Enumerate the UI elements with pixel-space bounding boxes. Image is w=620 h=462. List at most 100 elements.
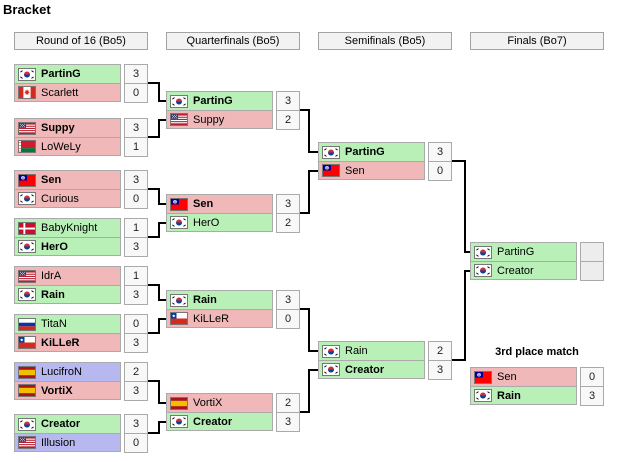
bracket-connector <box>308 170 318 172</box>
player-row[interactable]: HerO <box>15 237 120 255</box>
score-cell: 0 <box>125 433 147 452</box>
player-row[interactable]: PartinG <box>319 143 424 161</box>
player-row[interactable]: KiLLeR <box>15 333 120 351</box>
bracket-connector <box>158 82 160 102</box>
score-cell: 0 <box>125 315 147 333</box>
player-row[interactable]: PartinG <box>15 65 120 83</box>
player-row[interactable]: Suppy <box>15 119 120 137</box>
bracket-connector <box>158 119 166 121</box>
player-row[interactable]: Sen <box>471 368 576 386</box>
flag-tw-icon <box>474 370 492 384</box>
player-row[interactable]: IdrA <box>15 267 120 285</box>
bracket-connector <box>148 432 160 434</box>
player-row[interactable]: Rain <box>471 386 576 404</box>
player-row[interactable]: Scarlett <box>15 83 120 101</box>
player-row[interactable]: Sen <box>167 195 272 213</box>
flag-kr-icon <box>322 344 340 358</box>
player-name: PartinG <box>193 95 233 107</box>
player-name: Sen <box>345 164 365 177</box>
flag-kr-icon <box>322 363 340 376</box>
player-row[interactable]: LucifroN <box>15 363 120 381</box>
player-row[interactable]: Suppy <box>167 110 272 128</box>
player-name: Scarlett <box>41 86 79 99</box>
player-row[interactable]: Sen <box>15 171 120 189</box>
player-row[interactable]: Creator <box>167 412 272 430</box>
score-cell: 3 <box>125 119 147 137</box>
bracket-connector <box>158 421 166 423</box>
flag-kr-icon <box>474 389 492 402</box>
score-cell: 2 <box>125 363 147 381</box>
bracket-connector <box>158 318 166 320</box>
player-row[interactable]: Creator <box>15 415 120 433</box>
score-cell: 3 <box>125 237 147 256</box>
score-cell: 3 <box>277 195 299 213</box>
player-row[interactable]: Rain <box>319 342 424 360</box>
player-name: VortiX <box>193 397 223 409</box>
score-cell: 1 <box>125 267 147 285</box>
bracket-connector <box>308 109 310 153</box>
page-title: Bracket <box>3 2 51 17</box>
score-cell: 3 <box>581 386 603 405</box>
third-place-title: 3rd place match <box>495 346 579 358</box>
match-scores <box>580 242 604 281</box>
flag-us-icon <box>170 113 188 126</box>
bracket-connector <box>158 318 160 334</box>
score-cell: 3 <box>277 291 299 309</box>
player-row[interactable]: VortiX <box>167 394 272 412</box>
bracket-connector <box>148 236 160 238</box>
round-header-round-of-16: Round of 16 (Bo5) <box>14 32 148 50</box>
score-cell: 3 <box>125 415 147 433</box>
bracket-connector <box>158 380 160 404</box>
player-name: BabyKnight <box>41 222 98 234</box>
player-row[interactable]: TitaN <box>15 315 120 333</box>
player-row[interactable]: PartinG <box>167 92 272 110</box>
score-cell: 2 <box>277 213 299 232</box>
flag-kr-icon <box>170 94 188 108</box>
player-name: IdrA <box>41 270 62 282</box>
bracket-connector <box>452 359 466 361</box>
player-row[interactable]: PartinG <box>471 243 576 261</box>
bracket-connector <box>158 100 166 102</box>
match-names: IdrA Rain <box>14 266 121 304</box>
score-cell: 0 <box>277 309 299 328</box>
player-row[interactable]: Creator <box>471 261 576 279</box>
bracket-connector <box>300 109 310 111</box>
score-cell: 3 <box>429 360 451 379</box>
player-name: LoWeLy <box>41 140 81 153</box>
bracket-connector <box>308 369 310 413</box>
player-name: LucifroN <box>41 366 82 378</box>
player-row[interactable]: HerO <box>167 213 272 231</box>
player-row[interactable]: Rain <box>15 285 120 303</box>
player-row[interactable]: BabyKnight <box>15 219 120 237</box>
player-name: PartinG <box>41 68 81 80</box>
player-name: VortiX <box>41 384 73 397</box>
player-row[interactable]: VortiX <box>15 381 120 399</box>
player-row[interactable]: Curious <box>15 189 120 207</box>
bracket-connector <box>158 284 160 301</box>
player-row[interactable]: Rain <box>167 291 272 309</box>
player-row[interactable]: LoWeLy <box>15 137 120 155</box>
player-row[interactable]: KiLLeR <box>167 309 272 327</box>
flag-kr-icon <box>18 417 36 431</box>
player-name: PartinG <box>345 146 385 158</box>
player-row[interactable]: Creator <box>319 360 424 378</box>
flag-kr-icon <box>18 240 36 253</box>
player-row[interactable]: Illusion <box>15 433 120 451</box>
bracket-connector <box>148 380 160 382</box>
player-name: Creator <box>345 363 385 376</box>
bracket-connector <box>300 411 310 413</box>
player-name: PartinG <box>497 246 535 258</box>
player-row[interactable]: Sen <box>319 161 424 179</box>
